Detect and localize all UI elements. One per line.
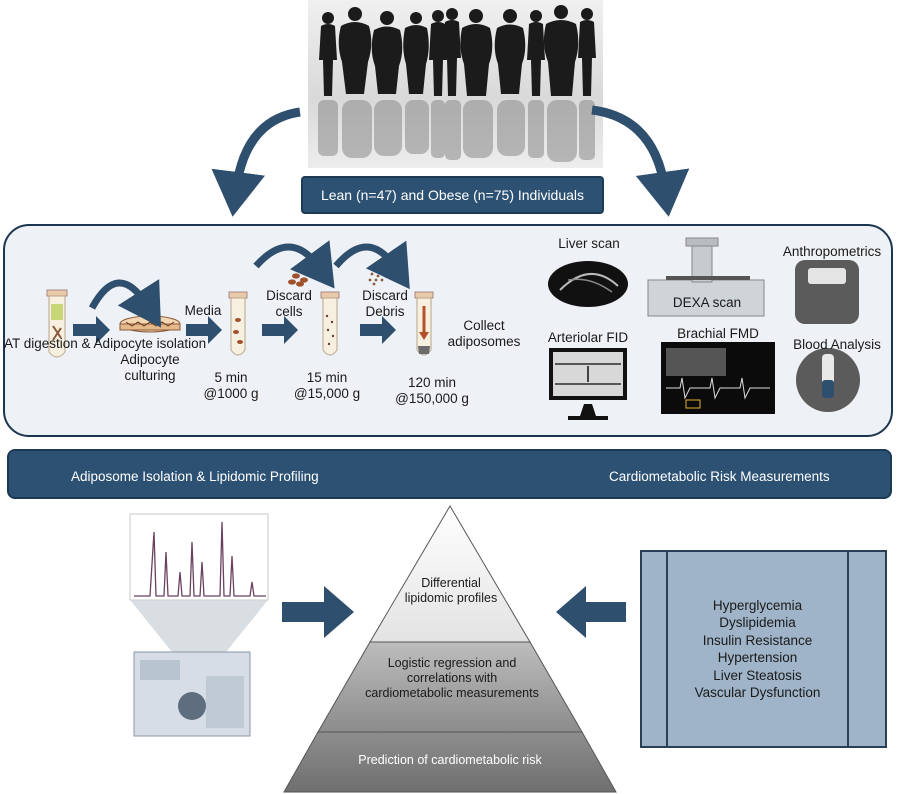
step-5min-label: 5 min @1000 g xyxy=(203,370,259,401)
risk-factor-item: Insulin Resistance xyxy=(702,632,813,648)
blood-analysis-label: Blood Analysis xyxy=(793,337,881,352)
pyramid-bottom-text: Prediction of cardiometabolic risk xyxy=(358,753,542,767)
right-block-arrow xyxy=(282,586,354,638)
cohort-label: Lean (n=47) and Obese (n=75) Individuals xyxy=(320,187,585,203)
step-digestion-label: AT digestion & Adipocyte isolation xyxy=(4,336,207,351)
risk-factor-item: Vascular Dysfunction xyxy=(694,685,821,700)
discard-cells-label: Discard cells xyxy=(266,288,312,319)
risk-factor-item: Dyslipidemia xyxy=(719,615,796,630)
risk-factor-item: Hyperglycemia xyxy=(712,597,803,613)
silhouettes-photo xyxy=(308,0,603,168)
pyramid-arrows xyxy=(282,586,626,638)
people-silhouettes xyxy=(318,5,596,162)
brachial-fmd-image xyxy=(661,342,775,414)
culture-curved-arrow xyxy=(88,279,162,328)
pyramid-graphic xyxy=(283,505,617,793)
brachial-fmd-label: Brachial FMD xyxy=(677,326,759,341)
liver-scan-image xyxy=(548,261,628,307)
lipidomic-profiling-label: Adiposome Isolation & Lipidomic Profilin… xyxy=(71,469,319,484)
pyramid-top-tier xyxy=(369,505,531,643)
process-arrows xyxy=(73,316,396,344)
adiposome-tube xyxy=(414,291,434,356)
liver-scan-label: Liver scan xyxy=(558,236,620,251)
step-120min-label: 120 min @150,000 g xyxy=(395,375,469,406)
dexa-scan-label: DEXA scan xyxy=(672,295,742,310)
arteriolar-fid-image xyxy=(549,348,627,420)
risk-factor-item: Hypertension xyxy=(717,650,798,665)
step-15min-label: 15 min @15,000 g xyxy=(293,370,361,401)
lipidomic-spectrum xyxy=(134,521,266,597)
dexa-scanner-image xyxy=(647,237,765,317)
risk-factors-list: Hyperglycemia Dyslipidemia Insulin Resis… xyxy=(666,552,849,746)
arteriolar-fid-label: Arteriolar FID xyxy=(547,330,629,345)
discard-cells-arrow xyxy=(253,240,335,289)
risk-factor-item: Liver Steatosis xyxy=(713,667,802,683)
cohort-banner: Lean (n=47) and Obese (n=75) Individuals xyxy=(301,176,604,214)
collect-adiposomes-label: Collect adiposomes xyxy=(447,318,521,349)
media-tube xyxy=(228,291,248,356)
pyramid-top-text: Differential lipidomic profiles xyxy=(404,576,498,605)
cardiometabolic-risk-label: Cardiometabolic Risk Measurements xyxy=(609,469,830,484)
discarded-cells-particles xyxy=(288,273,308,287)
pyramid-middle-text: Logistic regression and correlations wit… xyxy=(365,656,539,700)
left-curved-arrow xyxy=(211,107,301,217)
mass-spectrometer-graphic xyxy=(129,513,269,737)
supernatant-tube xyxy=(320,291,340,356)
left-block-arrow xyxy=(556,586,626,638)
section-bar xyxy=(7,449,892,499)
discarded-debris-particles xyxy=(368,272,384,286)
scale-image xyxy=(795,260,859,324)
discard-debris-label: Discard Debris xyxy=(362,288,408,319)
step-culturing-label: Adipocyte culturing xyxy=(120,352,180,383)
pyramid-bottom-tier xyxy=(283,731,617,793)
right-curved-arrow xyxy=(591,105,690,217)
discard-debris-arrow xyxy=(333,240,410,290)
workflow-graphics xyxy=(46,237,860,420)
anthropometrics-label: Anthropometrics xyxy=(782,244,882,259)
photo-arrows xyxy=(211,105,690,217)
culture-dish xyxy=(119,315,181,333)
risk-factors-box: Hyperglycemia Dyslipidemia Insulin Resis… xyxy=(640,550,887,748)
digestion-tube xyxy=(46,289,68,358)
blood-sample-image xyxy=(796,348,860,412)
media-label: Media xyxy=(184,303,222,318)
